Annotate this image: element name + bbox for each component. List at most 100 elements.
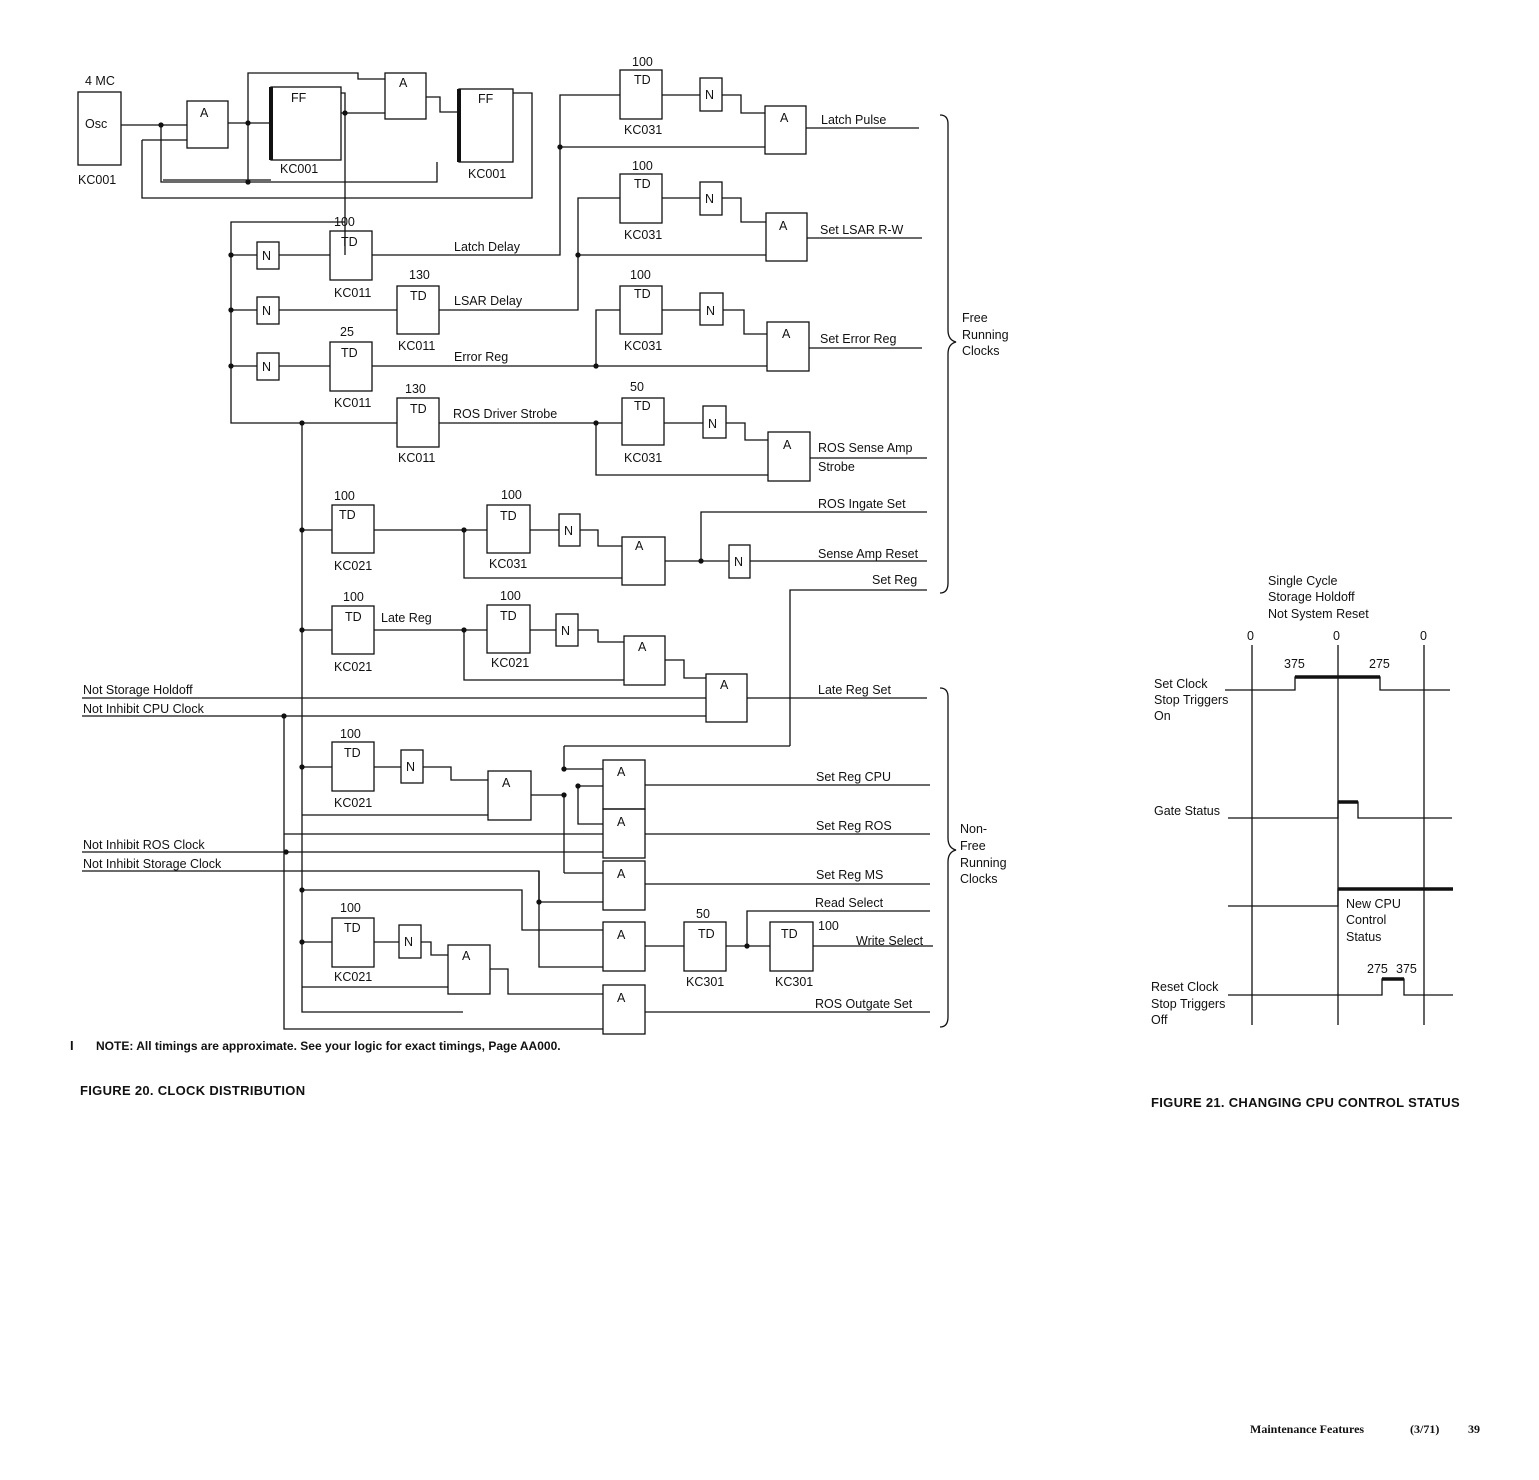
svg-text:0: 0 xyxy=(1333,629,1340,643)
svg-text:Set Reg: Set Reg xyxy=(872,573,917,587)
svg-text:Clocks: Clocks xyxy=(962,344,1000,358)
svg-text:Stop Triggers: Stop Triggers xyxy=(1151,997,1225,1011)
svg-text:TD: TD xyxy=(344,921,361,935)
svg-text:50: 50 xyxy=(630,380,644,394)
svg-text:TD: TD xyxy=(341,235,358,249)
svg-text:100: 100 xyxy=(630,268,651,282)
svg-text:TD: TD xyxy=(500,609,517,623)
svg-text:A: A xyxy=(720,678,729,692)
svg-text:Set Reg MS: Set Reg MS xyxy=(816,868,883,882)
svg-text:KC011: KC011 xyxy=(398,451,435,465)
svg-text:100: 100 xyxy=(334,489,355,503)
svg-text:KC001: KC001 xyxy=(280,162,318,176)
svg-text:A: A xyxy=(782,327,791,341)
timing-note: NOTE: All timings are approximate. See y… xyxy=(96,1039,561,1053)
svg-text:100: 100 xyxy=(818,919,839,933)
svg-text:TD: TD xyxy=(634,177,651,191)
svg-text:LSAR Delay: LSAR Delay xyxy=(454,294,523,308)
svg-text:N: N xyxy=(734,555,743,569)
svg-text:KC031: KC031 xyxy=(624,123,662,137)
latch-pulse-unit: 100 TD KC031 N A Latch Pulse xyxy=(557,55,919,155)
note-marker: I xyxy=(70,1038,74,1053)
svg-text:KC021: KC021 xyxy=(334,796,372,810)
svg-text:A: A xyxy=(617,765,626,779)
svg-text:Read Select: Read Select xyxy=(815,896,884,910)
svg-text:50: 50 xyxy=(696,907,710,921)
page-number: 39 xyxy=(1468,1422,1480,1436)
svg-text:Gate Status: Gate Status xyxy=(1154,804,1220,818)
svg-text:Set Reg CPU: Set Reg CPU xyxy=(816,770,891,784)
footer-date: (3/71) xyxy=(1410,1422,1440,1436)
svg-text:KC021: KC021 xyxy=(334,970,372,984)
svg-text:Status: Status xyxy=(1346,930,1381,944)
svg-text:Free: Free xyxy=(960,839,986,853)
svg-text:275: 275 xyxy=(1369,657,1390,671)
svg-text:N: N xyxy=(262,249,271,263)
ros-ingate-section: 100 TD KC021 100 TD KC031 N A ROS Ingate… xyxy=(299,488,927,746)
svg-text:KC011: KC011 xyxy=(334,396,371,410)
row-lsar-delay: N 130 TD KC011 LSAR Delay xyxy=(231,197,620,353)
svg-text:KC011: KC011 xyxy=(334,286,371,300)
svg-text:Set Clock: Set Clock xyxy=(1154,677,1208,691)
figure20-caption: FIGURE 20. CLOCK DISTRIBUTION xyxy=(80,1083,306,1098)
svg-text:0: 0 xyxy=(1247,629,1254,643)
ros-sense-amp-unit: 50 TD KC031 N A ROS Sense Amp Strobe xyxy=(593,380,927,482)
set-lsar-unit: 100 TD KC031 N A Set LSAR R-W xyxy=(575,159,922,262)
svg-text:N: N xyxy=(708,417,717,431)
svg-text:Non-: Non- xyxy=(960,822,987,836)
svg-text:130: 130 xyxy=(405,382,426,396)
svg-text:A: A xyxy=(617,928,626,942)
svg-text:KC031: KC031 xyxy=(489,557,527,571)
svg-text:N: N xyxy=(564,524,573,538)
svg-text:KC011: KC011 xyxy=(398,339,435,353)
svg-text:FF: FF xyxy=(478,92,494,106)
svg-text:TD: TD xyxy=(781,927,798,941)
svg-text:KC021: KC021 xyxy=(334,559,372,573)
osc-freq-label: 4 MC xyxy=(85,74,115,88)
svg-text:N: N xyxy=(561,624,570,638)
svg-text:Not Inhibit CPU Clock: Not Inhibit CPU Clock xyxy=(83,702,205,716)
svg-text:On: On xyxy=(1154,709,1171,723)
svg-text:375: 375 xyxy=(1396,962,1417,976)
svg-text:A: A xyxy=(200,106,209,120)
svg-text:A: A xyxy=(617,867,626,881)
svg-text:Not Inhibit ROS Clock: Not Inhibit ROS Clock xyxy=(83,838,205,852)
svg-text:N: N xyxy=(706,304,715,318)
svg-text:TD: TD xyxy=(344,746,361,760)
svg-text:Running: Running xyxy=(962,328,1009,342)
svg-text:KC001: KC001 xyxy=(468,167,506,181)
figure21-caption: FIGURE 21. CHANGING CPU CONTROL STATUS xyxy=(1151,1095,1460,1110)
ff-and-gate xyxy=(384,72,427,120)
svg-text:Sense Amp Reset: Sense Amp Reset xyxy=(818,547,919,561)
svg-text:ROS Sense Amp: ROS Sense Amp xyxy=(818,441,913,455)
svg-text:Single Cycle: Single Cycle xyxy=(1268,574,1338,588)
svg-text:A: A xyxy=(783,438,792,452)
svg-text:Error Reg: Error Reg xyxy=(454,350,508,364)
svg-text:25: 25 xyxy=(340,325,354,339)
svg-text:KC031: KC031 xyxy=(624,451,662,465)
svg-text:KC031: KC031 xyxy=(624,228,662,242)
svg-text:100: 100 xyxy=(340,901,361,915)
svg-text:100: 100 xyxy=(340,727,361,741)
svg-text:275: 275 xyxy=(1367,962,1388,976)
svg-text:N: N xyxy=(262,304,271,318)
svg-text:A: A xyxy=(780,111,789,125)
svg-text:N: N xyxy=(705,192,714,206)
svg-text:ROS Ingate Set: ROS Ingate Set xyxy=(818,497,906,511)
svg-text:A: A xyxy=(779,219,788,233)
svg-text:375: 375 xyxy=(1284,657,1305,671)
svg-text:N: N xyxy=(406,760,415,774)
svg-text:100: 100 xyxy=(343,590,364,604)
svg-text:TD: TD xyxy=(341,346,358,360)
svg-text:Not Storage Holdoff: Not Storage Holdoff xyxy=(83,683,193,697)
svg-text:TD: TD xyxy=(500,509,517,523)
svg-text:0: 0 xyxy=(1420,629,1427,643)
oscillator-box xyxy=(77,91,122,166)
svg-text:Control: Control xyxy=(1346,913,1386,927)
svg-text:N: N xyxy=(404,935,413,949)
svg-text:Late Reg: Late Reg xyxy=(381,611,432,625)
svg-text:TD: TD xyxy=(634,73,651,87)
svg-text:KC021: KC021 xyxy=(334,660,372,674)
svg-text:FF: FF xyxy=(291,91,307,105)
svg-text:TD: TD xyxy=(698,927,715,941)
